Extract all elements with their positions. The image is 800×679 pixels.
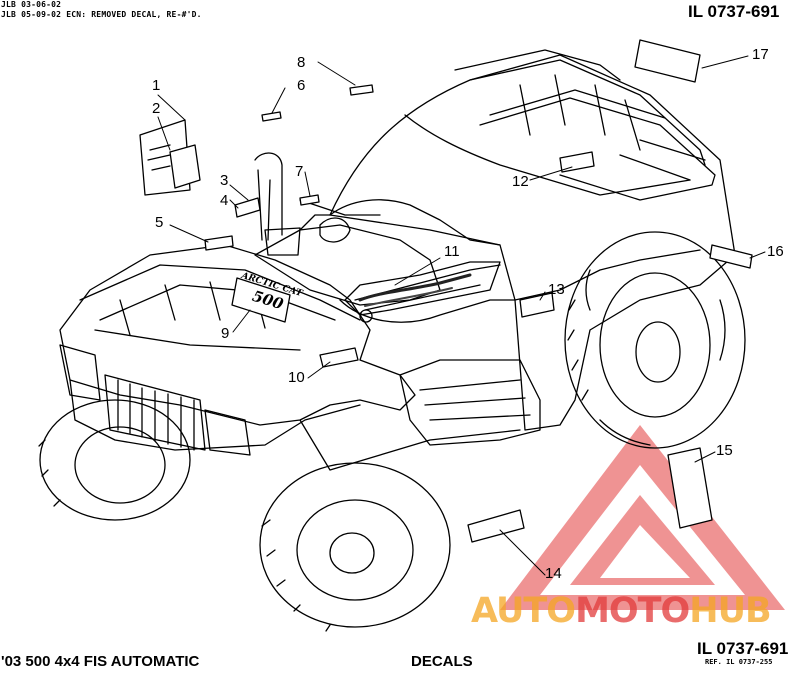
watermark-text: AUTOMOTOHUB: [471, 591, 772, 631]
watermark-hub: HUB: [689, 591, 771, 631]
callout-9: 9: [221, 325, 230, 342]
callout-15: 15: [716, 442, 733, 459]
rear-fender: [329, 54, 736, 431]
fuel-tank-seat: [254, 199, 516, 323]
rear-wheel: [564, 231, 746, 449]
callout-13: 13: [548, 281, 565, 298]
front-fender: [59, 244, 416, 426]
illustration-number-top: IL 0737-691: [688, 2, 780, 21]
callout-7: 7: [295, 163, 304, 180]
callout-4: 4: [220, 192, 229, 209]
front-rack: [79, 264, 361, 351]
watermark-moto: MOTO: [575, 591, 690, 631]
section-title: DECALS: [411, 653, 473, 670]
front-wheel-left: [38, 399, 191, 521]
callout-1: 1: [152, 77, 161, 94]
watermark-auto: AUTO: [471, 591, 576, 631]
revision-line-1: JLB 03-06-02: [1, 0, 62, 9]
callout-3: 3: [220, 172, 229, 189]
illustration-number-bottom: IL 0737-691: [697, 639, 789, 658]
reference-number: REF. IL 0737-255: [705, 658, 773, 666]
callout-12: 12: [512, 173, 529, 190]
watermark-logo-mark: [500, 425, 785, 610]
leader-lines: [157, 55, 766, 576]
callout-11: 11: [444, 243, 460, 260]
callout-6: 6: [297, 77, 306, 94]
callout-16: 16: [767, 243, 784, 260]
callout-8: 8: [297, 54, 306, 71]
callout-5: 5: [155, 214, 164, 231]
callout-14: 14: [545, 565, 562, 582]
front-grille: [59, 344, 251, 456]
footwell: [399, 359, 541, 446]
revision-line-2: JLB 05-09-02 ECN: REMOVED DECAL, RE-#'D.: [1, 10, 202, 19]
side-panel-graphic: [344, 261, 501, 323]
callout-2: 2: [152, 100, 161, 117]
handlebar: [254, 152, 381, 256]
rear-rack: [454, 49, 716, 201]
model-title: '03 500 4x4 FIS AUTOMATIC: [1, 653, 200, 670]
decal-shapes: [139, 39, 753, 543]
callout-10: 10: [288, 369, 305, 386]
front-wheel-bottom: [259, 462, 451, 632]
callout-17: 17: [752, 46, 769, 63]
